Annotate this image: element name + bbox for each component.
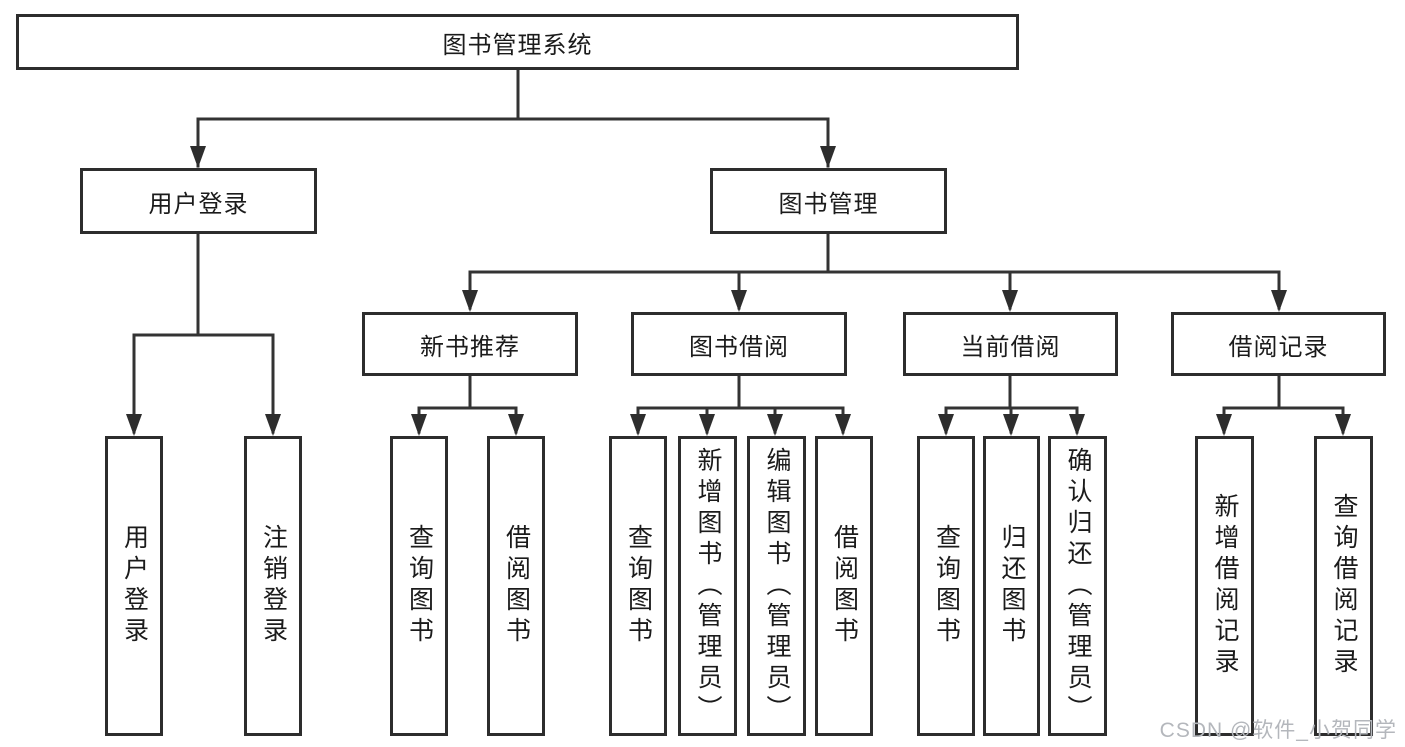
node-new-book-recommend: 新书推荐 <box>362 312 578 376</box>
leaf-bw-add-books-admin-label: 新增图书（管理员） <box>694 446 722 726</box>
leaf-nb-borrow-books-label: 借阅图书 <box>502 524 531 648</box>
node-book-management-label: 图书管理 <box>778 190 879 218</box>
leaf-logout: 注销登录 <box>244 436 302 736</box>
node-user-login: 用户登录 <box>80 168 317 234</box>
node-borrowing-records: 借阅记录 <box>1171 312 1386 376</box>
leaf-bw-edit-books-admin-label: 编辑图书（管理员） <box>763 446 791 726</box>
leaf-bw-query-books-label: 查询图书 <box>624 524 653 648</box>
node-library-system: 图书管理系统 <box>16 14 1019 70</box>
leaf-cb-return-books: 归还图书 <box>983 436 1040 736</box>
csdn-watermark: CSDN @软件_小贺同学 <box>1159 719 1397 742</box>
leaf-rec-add-record: 新增借阅记录 <box>1195 436 1254 736</box>
node-book-borrowing: 图书借阅 <box>631 312 847 376</box>
leaf-nb-query-books-label: 查询图书 <box>405 524 434 648</box>
leaf-cb-query-books: 查询图书 <box>917 436 975 736</box>
leaf-cb-confirm-return-admin: 确认归还（管理员） <box>1048 436 1107 736</box>
node-borrowing-records-label: 借阅记录 <box>1228 333 1329 361</box>
leaf-bw-borrow-books-label: 借阅图书 <box>830 524 859 648</box>
node-book-management: 图书管理 <box>710 168 947 234</box>
leaf-bw-borrow-books: 借阅图书 <box>815 436 873 736</box>
leaf-cb-query-books-label: 查询图书 <box>932 524 961 648</box>
leaf-bw-add-books-admin: 新增图书（管理员） <box>678 436 737 736</box>
leaf-bw-query-books: 查询图书 <box>609 436 667 736</box>
leaf-bw-edit-books-admin: 编辑图书（管理员） <box>747 436 806 736</box>
node-user-login-label: 用户登录 <box>148 190 249 218</box>
node-current-borrowing-label: 当前借阅 <box>960 333 1061 361</box>
leaf-cb-confirm-return-admin-label: 确认归还（管理员） <box>1064 446 1092 726</box>
leaf-cb-return-books-label: 归还图书 <box>998 524 1026 648</box>
node-current-borrowing: 当前借阅 <box>903 312 1118 376</box>
leaf-user-login: 用户登录 <box>105 436 163 736</box>
leaf-logout-label: 注销登录 <box>259 524 288 648</box>
node-book-borrowing-label: 图书借阅 <box>689 333 789 361</box>
leaf-rec-query-record-label: 查询借阅记录 <box>1330 493 1358 679</box>
leaf-user-login-label: 用户登录 <box>120 524 149 648</box>
node-new-book-recommend-label: 新书推荐 <box>420 333 520 361</box>
node-library-system-label: 图书管理系统 <box>442 31 593 59</box>
leaf-rec-add-record-label: 新增借阅记录 <box>1211 493 1239 679</box>
leaf-nb-query-books: 查询图书 <box>390 436 448 736</box>
leaf-rec-query-record: 查询借阅记录 <box>1314 436 1373 736</box>
leaf-nb-borrow-books: 借阅图书 <box>487 436 545 736</box>
